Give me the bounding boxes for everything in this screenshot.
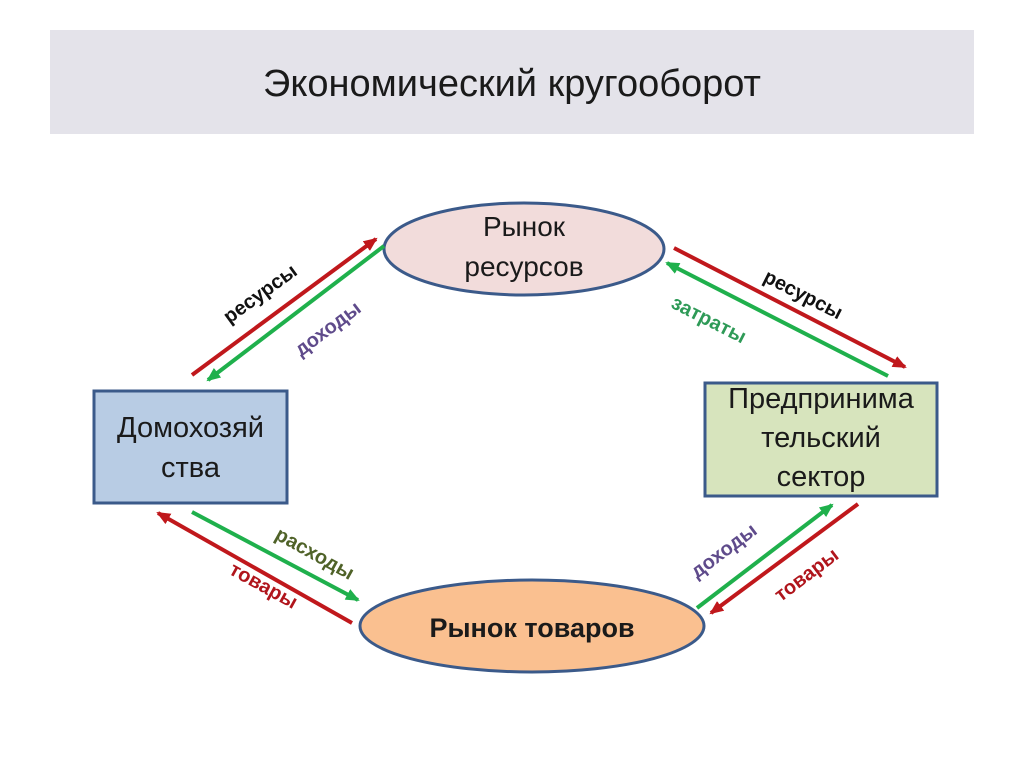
business-label: Предпринима тельский сектор bbox=[705, 380, 937, 497]
goods-market-label: Рынок товаров bbox=[429, 613, 635, 643]
arrow-income-goods-to-business bbox=[695, 503, 834, 610]
arrow-resources-market-to-business bbox=[673, 246, 907, 369]
business-line-2: тельский bbox=[761, 422, 881, 454]
business-node bbox=[703, 381, 939, 498]
arrow-goods-business-to-market bbox=[709, 502, 860, 615]
arrow-resources-households-to-market bbox=[190, 237, 378, 377]
page-title: Экономический кругооборот bbox=[263, 63, 761, 105]
arrow-costs-business-to-market bbox=[665, 261, 889, 378]
resource-market-line-1: Рынок bbox=[482, 211, 566, 242]
business-line-3: сектор bbox=[776, 461, 866, 493]
households-node bbox=[92, 389, 289, 505]
title-bar bbox=[50, 30, 974, 134]
resource-market-node bbox=[382, 201, 666, 297]
households-line-1: Домохозяй bbox=[116, 412, 264, 444]
households-label: Домохозяй ства bbox=[94, 408, 287, 488]
arrow-income-market-to-households bbox=[206, 244, 386, 382]
resource-market-label: Рынок ресурсов bbox=[404, 207, 644, 287]
arrow-spending-households-to-goods bbox=[191, 510, 360, 602]
resource-market-line-2: ресурсов bbox=[464, 251, 584, 282]
households-line-2: ства bbox=[161, 452, 220, 484]
business-line-1: Предпринима bbox=[728, 383, 914, 415]
arrow-goods-market-to-households bbox=[156, 511, 353, 625]
goods-market-node bbox=[358, 578, 706, 674]
